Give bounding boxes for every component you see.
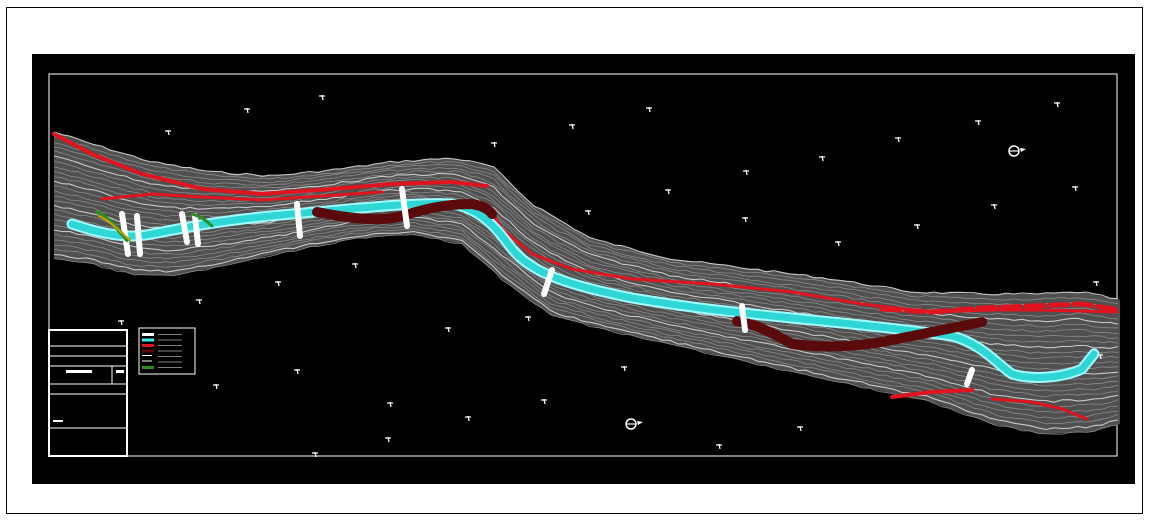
cross-section-1 <box>119 211 131 257</box>
contour-line <box>53 228 1119 425</box>
survey-point-mark <box>319 94 325 101</box>
survey-point-mark <box>646 106 652 113</box>
survey-point-mark <box>294 368 300 375</box>
cross-section-2 <box>134 213 143 257</box>
title-block-frame <box>48 329 128 457</box>
legend-frame <box>138 327 196 375</box>
survey-point-mark <box>385 436 391 443</box>
legend-symbol <box>142 344 154 347</box>
cross-section-6 <box>399 186 410 229</box>
survey-point-mark <box>742 216 748 223</box>
north-arrow-2 <box>625 418 643 430</box>
survey-point-mark <box>895 136 901 143</box>
contour-line <box>53 210 1119 392</box>
survey-point-mark <box>665 188 671 195</box>
vegetation-patch-2 <box>98 215 131 241</box>
survey-point-mark <box>1097 353 1103 360</box>
legend-symbol <box>142 349 154 353</box>
survey-point-mark <box>914 223 920 230</box>
cross-section-9 <box>964 367 975 387</box>
survey-point-mark <box>525 315 531 322</box>
access-road-west <box>312 199 497 225</box>
bank-lines <box>52 132 1123 421</box>
contour-line <box>53 136 1119 304</box>
contour-line <box>53 146 1119 314</box>
bank-line-east <box>879 301 1123 315</box>
contour-line <box>53 231 1119 431</box>
cross-section-5 <box>294 201 303 239</box>
survey-point-mark <box>569 123 575 130</box>
bank-line-middle <box>485 202 1119 314</box>
survey-point-mark <box>541 398 547 405</box>
contour-line <box>53 213 1119 398</box>
survey-point-mark <box>991 203 997 210</box>
vegetation-patches <box>95 210 214 242</box>
bank-line-north-west-2 <box>100 190 384 202</box>
title-block-field <box>53 420 63 422</box>
survey-point-mark <box>213 383 219 390</box>
bank-line-south-east-1 <box>890 388 974 399</box>
survey-point-mark <box>797 425 803 432</box>
river-water <box>68 200 1098 381</box>
survey-point-mark <box>1054 101 1060 108</box>
survey-point-mark <box>1072 185 1078 192</box>
survey-point-mark <box>465 415 471 422</box>
survey-point-mark <box>491 141 497 148</box>
survey-point-mark <box>1093 280 1099 287</box>
survey-point-mark <box>244 107 250 114</box>
cross-section-7 <box>541 267 555 297</box>
contour-line <box>53 216 1119 403</box>
legend-symbol <box>142 366 154 369</box>
river-channel <box>66 198 1100 383</box>
bank-line-south-east-3 <box>1060 407 1089 421</box>
cad-drawing-viewport[interactable] <box>32 54 1135 484</box>
survey-point-mark <box>716 443 722 450</box>
legend-symbol <box>142 333 154 336</box>
legend-symbol <box>142 338 154 342</box>
survey-point-mark <box>387 401 393 408</box>
sheet-border <box>48 73 1118 457</box>
survey-point-mark <box>196 298 202 305</box>
survey-points <box>118 94 1103 458</box>
survey-point-mark <box>743 169 749 176</box>
access-roads <box>312 199 987 352</box>
survey-point-mark <box>585 209 591 216</box>
cross-section-4 <box>192 213 201 247</box>
vegetation-patch-3 <box>190 212 214 228</box>
north-arrow-head <box>637 421 643 425</box>
north-arrow-1 <box>1008 145 1026 157</box>
access-road-east <box>732 316 987 352</box>
survey-point-mark <box>118 319 124 326</box>
contour-line <box>53 218 1119 408</box>
contour-line <box>53 234 1119 435</box>
page-frame <box>6 7 1143 514</box>
contour-line <box>53 221 1119 413</box>
legend-symbol <box>142 355 152 356</box>
cad-drawing <box>48 73 1123 458</box>
survey-point-mark <box>165 129 171 136</box>
title-block <box>48 329 128 457</box>
bank-line-north-west <box>52 132 489 197</box>
contour-line <box>53 131 1119 300</box>
survey-point-mark <box>819 155 825 162</box>
legend <box>138 327 196 375</box>
contour-line <box>53 142 1119 310</box>
title-block-field <box>116 370 124 373</box>
north-arrow-head <box>1020 148 1026 152</box>
legend-symbol <box>142 360 152 362</box>
contour-line <box>53 160 1119 329</box>
title-block-field <box>66 370 92 373</box>
survey-point-mark <box>835 240 841 247</box>
survey-point-mark <box>352 262 358 269</box>
survey-point-mark <box>975 119 981 126</box>
survey-point-mark <box>445 326 451 333</box>
cross-section-3 <box>179 211 190 245</box>
bank-line-south-east-2 <box>990 397 1064 411</box>
cross-sections <box>119 186 975 387</box>
cross-section-8 <box>739 303 748 333</box>
survey-point-mark <box>275 280 281 287</box>
survey-point-mark <box>312 451 318 458</box>
survey-point-mark <box>621 365 627 372</box>
